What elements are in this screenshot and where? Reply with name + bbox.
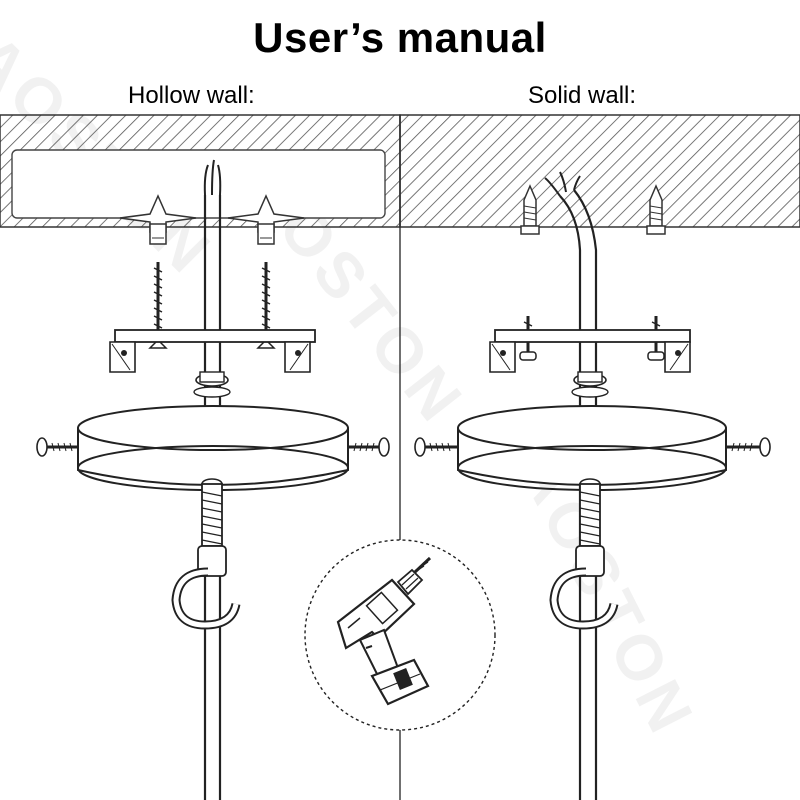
screw-icon bbox=[256, 262, 276, 349]
solid-ceiling bbox=[399, 114, 800, 228]
cable-icon bbox=[544, 171, 598, 800]
hook-icon bbox=[171, 478, 241, 630]
screw-icon bbox=[414, 437, 458, 457]
screw-icon bbox=[726, 437, 771, 457]
drill-icon bbox=[304, 539, 496, 731]
screw-icon bbox=[348, 437, 390, 457]
nut-icon bbox=[571, 371, 609, 398]
hollow-wall-label: Hollow wall: bbox=[128, 82, 255, 109]
page-title: User’s manual bbox=[253, 14, 547, 61]
mounting-bracket-icon bbox=[489, 329, 691, 373]
canopy-icon bbox=[77, 405, 349, 491]
canopy-icon bbox=[457, 405, 727, 491]
screw-icon bbox=[36, 437, 78, 457]
mounting-bracket-icon bbox=[109, 329, 316, 373]
wall-anchor-icon bbox=[520, 184, 540, 235]
hook-icon bbox=[549, 478, 619, 630]
wall-anchor-icon bbox=[646, 184, 666, 235]
nut-icon bbox=[193, 371, 231, 398]
hollow-ceiling bbox=[0, 114, 401, 228]
screw-icon bbox=[148, 262, 168, 349]
solid-wall-label: Solid wall: bbox=[528, 82, 637, 109]
wall-anchor-icon bbox=[119, 194, 197, 245]
wall-anchor-icon bbox=[227, 194, 305, 245]
